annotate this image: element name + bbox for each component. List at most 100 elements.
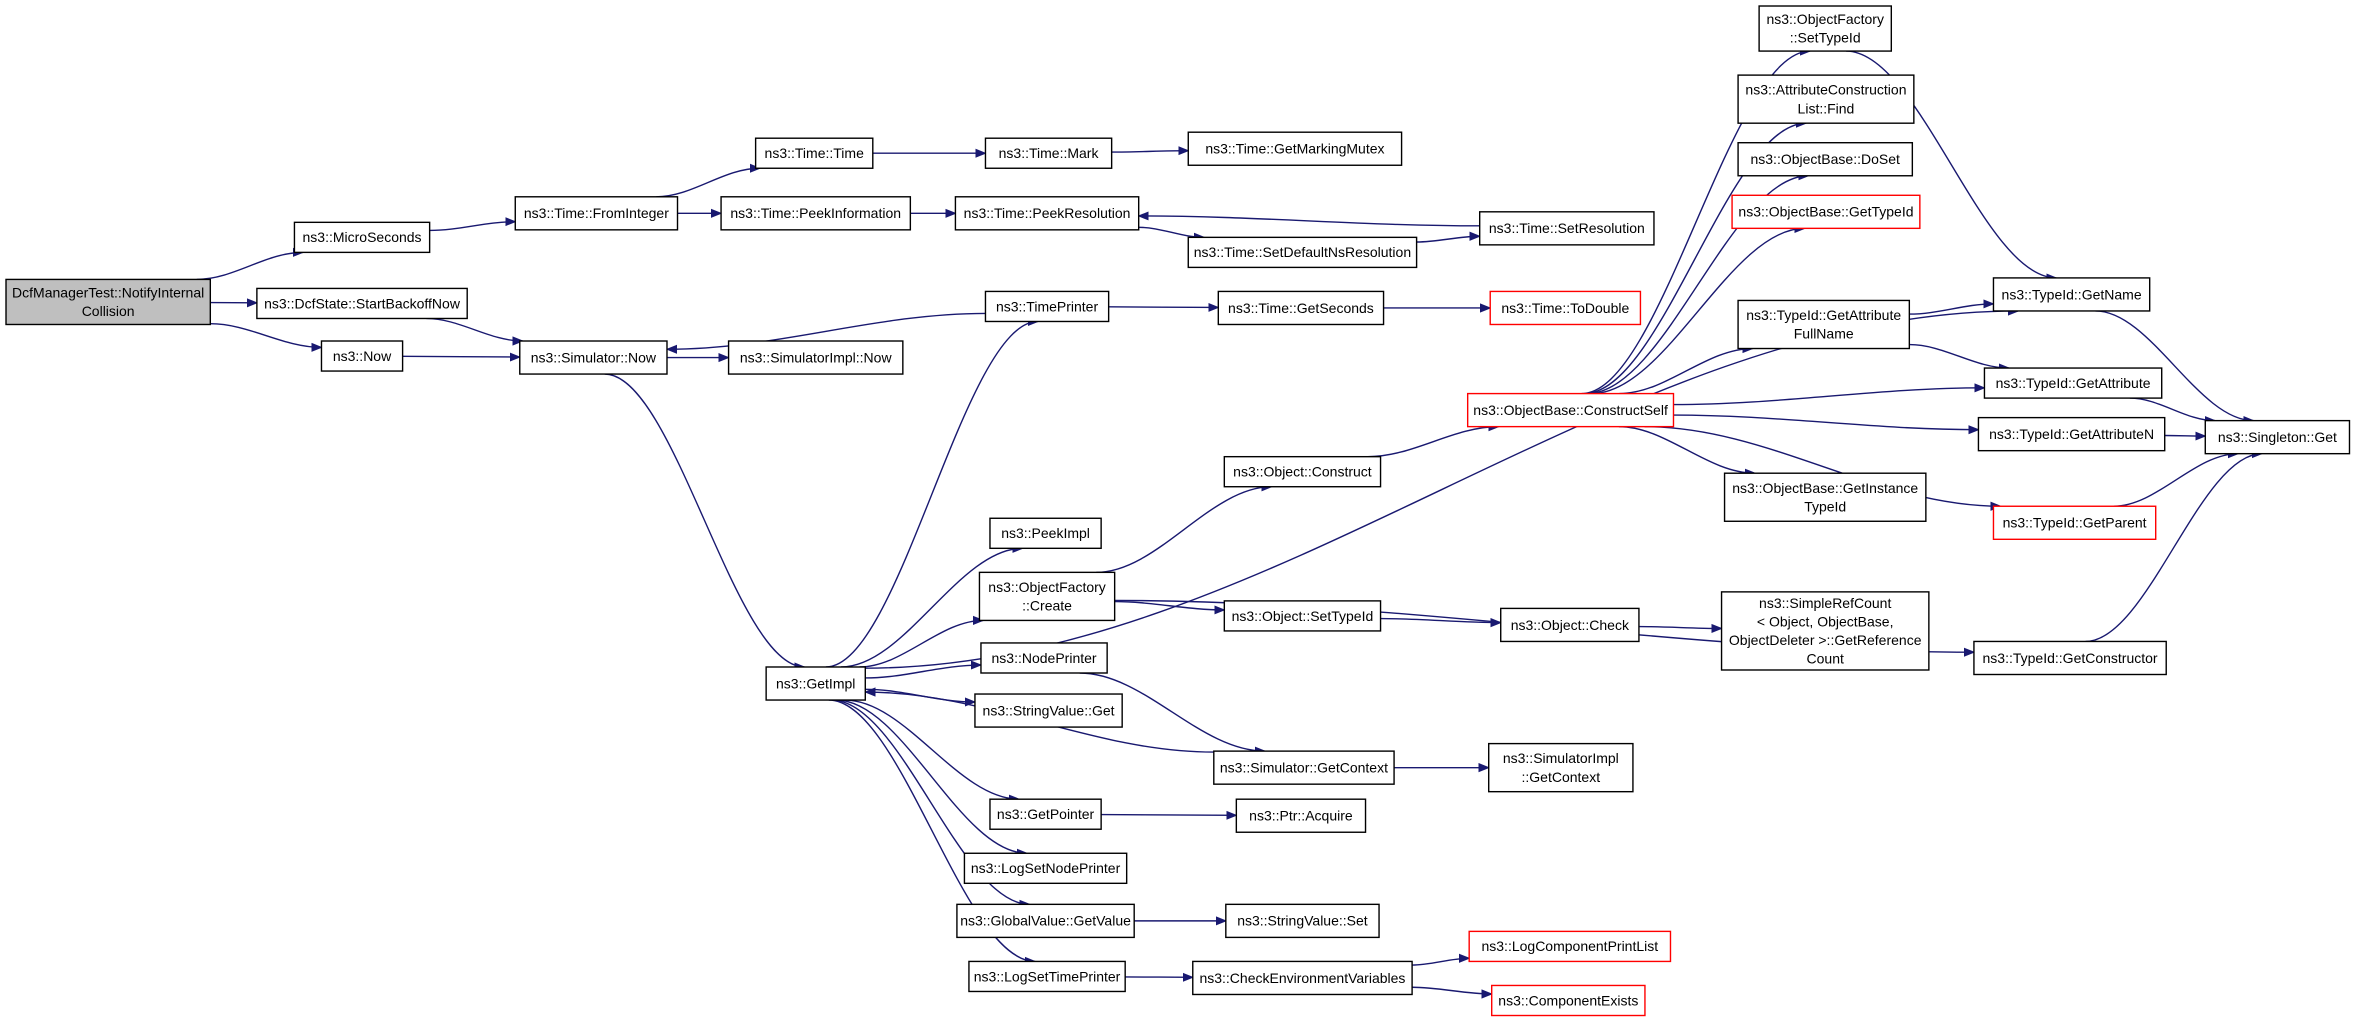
node-box-tidgetattrn	[1977, 416, 2166, 452]
node-logcomplist[interactable]: ns3::LogComponentPrintList	[1468, 930, 1672, 963]
edge-getimpl-to-peekimpl	[840, 548, 1023, 668]
node-label-aclfind-line-1: List::Find	[1798, 100, 1855, 116]
node-setdefaultns[interactable]: ns3::Time::SetDefaultNsResolution	[1187, 236, 1418, 269]
node-box-compexists	[1491, 984, 1646, 1017]
node-peekres[interactable]: ns3::Time::PeekResolution	[954, 196, 1140, 231]
edge-ofcreate-to-objsettypeid	[1114, 600, 1225, 610]
node-frominteger[interactable]: ns3::Time::FromInteger	[514, 196, 679, 231]
node-label-svget-line-0: ns3::StringValue::Get	[983, 702, 1115, 718]
node-label-ptracquire-line-0: ns3::Ptr::Acquire	[1249, 808, 1353, 824]
node-logsetnode[interactable]: ns3::LogSetNodePrinter	[963, 852, 1128, 885]
edge-now-to-simnow	[402, 356, 520, 357]
node-box-root	[5, 278, 212, 326]
node-timetime[interactable]: ns3::Time::Time	[754, 137, 874, 169]
node-label-getpointer-line-0: ns3::GetPointer	[997, 806, 1095, 822]
node-label-simimplgetcontext-line-0: ns3::SimulatorImpl	[1503, 750, 1619, 766]
edge-timemark-to-markingmutex	[1111, 151, 1189, 152]
node-label-markingmutex-line-0: ns3::Time::GetMarkingMutex	[1205, 141, 1384, 157]
node-label-aclfind-line-0: ns3::AttributeConstruction	[1745, 82, 1906, 98]
node-label-gvgetvalue-line-0: ns3::GlobalValue::GetValue	[960, 913, 1131, 929]
node-obgettypeid[interactable]: ns3::ObjectBase::GetTypeId	[1731, 194, 1921, 230]
edge-getimpl-to-nodeprinter	[865, 665, 981, 679]
node-timeprinter[interactable]: ns3::TimePrinter	[984, 290, 1110, 323]
node-constructself[interactable]: ns3::ObjectBase::ConstructSelf	[1466, 392, 1675, 428]
node-tidgetname[interactable]: ns3::TypeId::GetName	[1992, 277, 2151, 312]
node-tidgetattr[interactable]: ns3::TypeId::GetAttribute	[1983, 367, 2163, 399]
node-tidgetattrn[interactable]: ns3::TypeId::GetAttributeN	[1977, 416, 2166, 452]
node-box-simplerefcount	[1720, 591, 1930, 671]
node-label-compexists-line-0: ns3::ComponentExists	[1498, 992, 1638, 1008]
node-box-gvgetvalue	[956, 903, 1135, 939]
node-tidgetctor[interactable]: ns3::TypeId::GetConstructor	[1973, 640, 2167, 676]
node-label-ofsettypeid-line-0: ns3::ObjectFactory	[1766, 11, 1884, 27]
node-label-logcomplist-line-0: ns3::LogComponentPrintList	[1481, 938, 1658, 954]
node-box-obgettypeid	[1731, 194, 1921, 230]
node-todouble[interactable]: ns3::Time::ToDouble	[1489, 290, 1642, 326]
node-objsettypeid[interactable]: ns3::Object::SetTypeId	[1223, 600, 1382, 632]
node-label-frominteger-line-0: ns3::Time::FromInteger	[524, 205, 669, 221]
node-box-frominteger	[514, 196, 679, 231]
node-box-microseconds	[293, 221, 431, 254]
node-microseconds[interactable]: ns3::MicroSeconds	[293, 221, 431, 254]
node-box-markingmutex	[1187, 131, 1403, 166]
edge-tidgetattrn-to-singletonget	[2164, 436, 2206, 437]
node-simplerefcount[interactable]: ns3::SimpleRefCount< Object, ObjectBase,…	[1720, 591, 1930, 671]
node-svget[interactable]: ns3::StringValue::Get	[974, 693, 1123, 728]
node-singletonget[interactable]: ns3::Singleton::Get	[2204, 419, 2351, 455]
node-label-microseconds-line-0: ns3::MicroSeconds	[303, 229, 422, 245]
node-label-obdoset-line-0: ns3::ObjectBase::DoSet	[1750, 151, 1900, 167]
node-box-ofcreate	[978, 571, 1116, 622]
edge-tidgetctor-to-singletonget	[2085, 454, 2262, 643]
node-peekimpl[interactable]: ns3::PeekImpl	[989, 517, 1102, 550]
node-label-getseconds-line-0: ns3::Time::GetSeconds	[1228, 300, 1374, 316]
node-box-getpointer	[989, 798, 1102, 830]
node-ofsettypeid[interactable]: ns3::ObjectFactory::SetTypeId	[1758, 5, 1893, 52]
node-markingmutex[interactable]: ns3::Time::GetMarkingMutex	[1187, 131, 1403, 166]
node-label-simplerefcount-line-1: < Object, ObjectBase,	[1757, 613, 1894, 629]
node-label-logsettime-line-0: ns3::LogSetTimePrinter	[974, 968, 1121, 984]
node-label-peekinfo-line-0: ns3::Time::PeekInformation	[730, 205, 901, 221]
node-label-constructself-line-0: ns3::ObjectBase::ConstructSelf	[1473, 402, 1668, 418]
node-simnow[interactable]: ns3::Simulator::Now	[519, 340, 668, 375]
node-peekinfo[interactable]: ns3::Time::PeekInformation	[720, 196, 912, 231]
node-tidgetparent[interactable]: ns3::TypeId::GetParent	[1992, 505, 2157, 541]
node-nodeprinter[interactable]: ns3::NodePrinter	[980, 642, 1108, 674]
node-box-ptracquire	[1235, 798, 1367, 833]
node-compexists[interactable]: ns3::ComponentExists	[1491, 984, 1646, 1017]
node-getimpl[interactable]: ns3::GetImpl	[765, 666, 866, 701]
node-ptracquire[interactable]: ns3::Ptr::Acquire	[1235, 798, 1367, 833]
node-label-tidgetattrn-line-0: ns3::TypeId::GetAttributeN	[1989, 426, 2154, 442]
node-gvgetvalue[interactable]: ns3::GlobalValue::GetValue	[956, 903, 1135, 939]
node-label-simplerefcount-line-0: ns3::SimpleRefCount	[1759, 595, 1891, 611]
node-label-timetime-line-0: ns3::Time::Time	[765, 145, 865, 161]
edge-getpointer-to-ptracquire	[1101, 815, 1236, 816]
node-getpointer[interactable]: ns3::GetPointer	[989, 798, 1102, 830]
node-obdoset[interactable]: ns3::ObjectBase::DoSet	[1737, 142, 1914, 177]
node-objconstruct[interactable]: ns3::Object::Construct	[1223, 455, 1382, 488]
node-box-tidgetattr	[1983, 367, 2163, 399]
node-startbackoff[interactable]: ns3::DcfState::StartBackoffNow	[256, 287, 468, 320]
node-ofcreate[interactable]: ns3::ObjectFactory::Create	[978, 571, 1116, 622]
edge-simnow-to-getimpl	[604, 373, 805, 667]
node-setres[interactable]: ns3::Time::SetResolution	[1478, 211, 1655, 246]
node-label-root-line-1: Collision	[82, 303, 135, 319]
node-getseconds[interactable]: ns3::Time::GetSeconds	[1217, 290, 1385, 326]
node-simgetcontext[interactable]: ns3::Simulator::GetContext	[1213, 750, 1395, 785]
node-simimplgetcontext[interactable]: ns3::SimulatorImpl::GetContext	[1488, 742, 1634, 793]
node-timemark[interactable]: ns3::Time::Mark	[984, 137, 1113, 169]
node-box-svset	[1225, 903, 1380, 939]
node-label-getattrfull-line-1: FullName	[1794, 326, 1854, 342]
node-simimplnow[interactable]: ns3::SimulatorImpl::Now	[727, 340, 904, 375]
node-svset[interactable]: ns3::StringValue::Set	[1225, 903, 1380, 939]
node-label-peekres-line-0: ns3::Time::PeekResolution	[964, 205, 1131, 221]
node-box-setres	[1478, 211, 1655, 246]
node-box-svget	[974, 693, 1123, 728]
node-checkenv[interactable]: ns3::CheckEnvironmentVariables	[1192, 960, 1413, 996]
node-objcheck[interactable]: ns3::Object::Check	[1500, 607, 1640, 643]
node-logsettime[interactable]: ns3::LogSetTimePrinter	[968, 960, 1126, 993]
node-now[interactable]: ns3::Now	[320, 340, 404, 372]
